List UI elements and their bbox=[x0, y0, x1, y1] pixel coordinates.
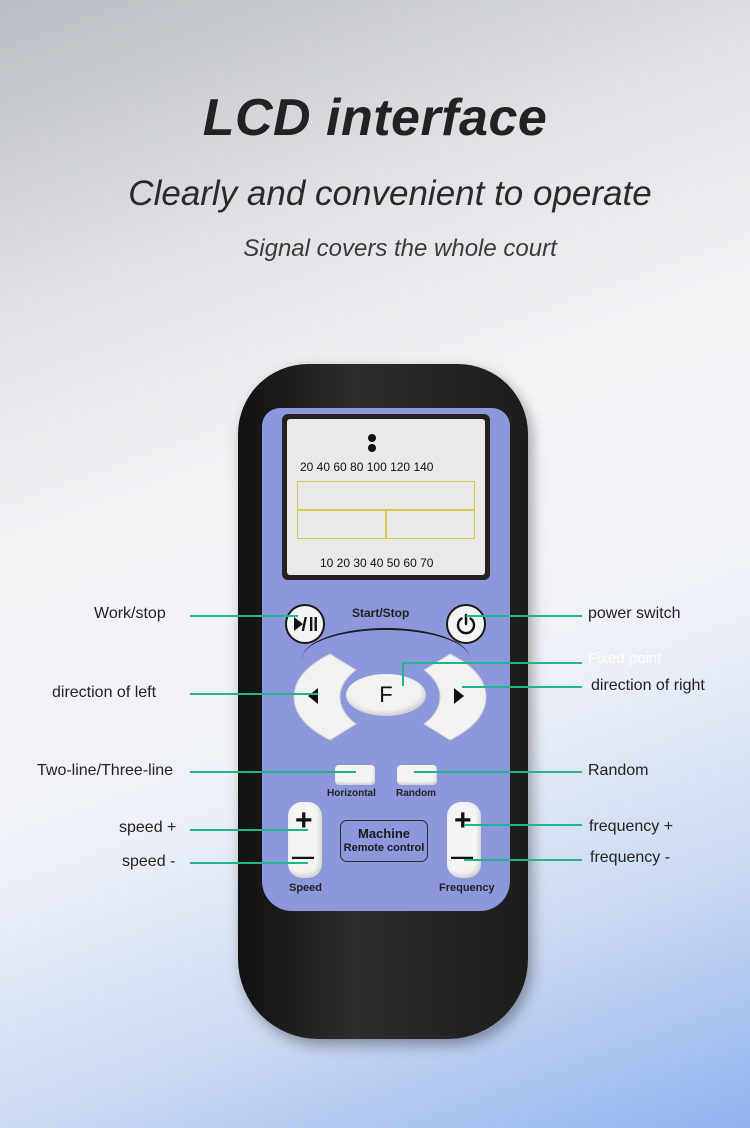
annotation-line-right bbox=[462, 686, 582, 688]
label-speed-minus: speed - bbox=[122, 853, 176, 870]
horizontal-button[interactable] bbox=[335, 765, 375, 785]
page-subtitle: Clearly and convenient to operate bbox=[128, 174, 652, 213]
lcd-frequency-scale: 10 20 30 40 50 60 70 bbox=[320, 556, 434, 570]
frequency-minus-button[interactable]: — bbox=[451, 844, 473, 869]
random-label: Random bbox=[396, 788, 436, 799]
annotation-line-frequency-minus bbox=[464, 859, 582, 861]
left-arrow-icon bbox=[308, 688, 318, 704]
speed-minus-button[interactable]: — bbox=[292, 844, 314, 869]
label-fixed-point: Fixed point bbox=[588, 650, 662, 667]
fixed-point-button[interactable]: F bbox=[346, 674, 426, 716]
frequency-plus-button[interactable]: + bbox=[454, 804, 472, 837]
left-direction-button[interactable] bbox=[290, 652, 362, 742]
annotation-line-work-stop bbox=[190, 615, 298, 617]
label-frequency-plus: frequency + bbox=[589, 818, 674, 835]
f-label: F bbox=[379, 682, 393, 707]
label-random: Random bbox=[588, 762, 649, 779]
machine-text: Machine bbox=[357, 826, 410, 841]
button-arc-divider bbox=[302, 628, 470, 690]
label-work-stop: Work/stop bbox=[94, 605, 166, 622]
speed-stepper bbox=[288, 802, 322, 878]
right-arrow-icon bbox=[454, 688, 464, 704]
speed-label: Speed bbox=[289, 882, 323, 894]
random-button[interactable] bbox=[397, 765, 437, 785]
annotation-line-left bbox=[190, 693, 318, 695]
lcd-zone-right bbox=[385, 509, 475, 539]
label-frequency-minus: frequency - bbox=[590, 849, 671, 866]
page-title: LCD interface bbox=[202, 89, 548, 147]
annotation-line-speed-minus bbox=[190, 862, 308, 864]
annotation-line-random bbox=[414, 771, 582, 773]
label-direction-right: direction of right bbox=[591, 677, 705, 694]
label-power-switch: power switch bbox=[588, 605, 681, 622]
label-direction-left: direction of left bbox=[52, 684, 157, 701]
lcd-indicator-dot bbox=[368, 444, 376, 452]
horizontal-label: Horizontal bbox=[327, 788, 376, 799]
frequency-label: Frequency bbox=[439, 882, 495, 894]
lcd-screen bbox=[287, 419, 485, 575]
annotation-line-fixed-point-stem bbox=[402, 662, 404, 686]
annotation-line-frequency-plus bbox=[464, 824, 582, 826]
lcd-indicator-dot bbox=[368, 434, 376, 442]
speed-plus-button[interactable]: + bbox=[295, 804, 313, 837]
label-two-three-line: Two-line/Three-line bbox=[37, 762, 174, 779]
lcd-zone-top bbox=[297, 481, 475, 511]
lcd-zone-left bbox=[297, 509, 387, 539]
label-speed-plus: speed + bbox=[119, 819, 177, 836]
lcd-speed-scale: 20 40 60 80 100 120 140 bbox=[300, 460, 434, 474]
annotation-line-speed-plus bbox=[190, 829, 308, 831]
machine-remote-logo: Machine Remote control bbox=[340, 820, 428, 862]
annotation-line-two-three bbox=[190, 771, 356, 773]
start-stop-label: Start/Stop bbox=[352, 606, 410, 620]
page-tagline: Signal covers the whole court bbox=[243, 235, 557, 262]
power-button[interactable] bbox=[446, 604, 486, 644]
play-pause-icon bbox=[294, 617, 317, 631]
remote-control-text: Remote control bbox=[343, 842, 425, 854]
annotation-line-fixed-point bbox=[402, 662, 582, 664]
frequency-stepper bbox=[447, 802, 481, 878]
work-stop-button[interactable] bbox=[285, 604, 325, 644]
annotation-line-power bbox=[466, 615, 582, 617]
